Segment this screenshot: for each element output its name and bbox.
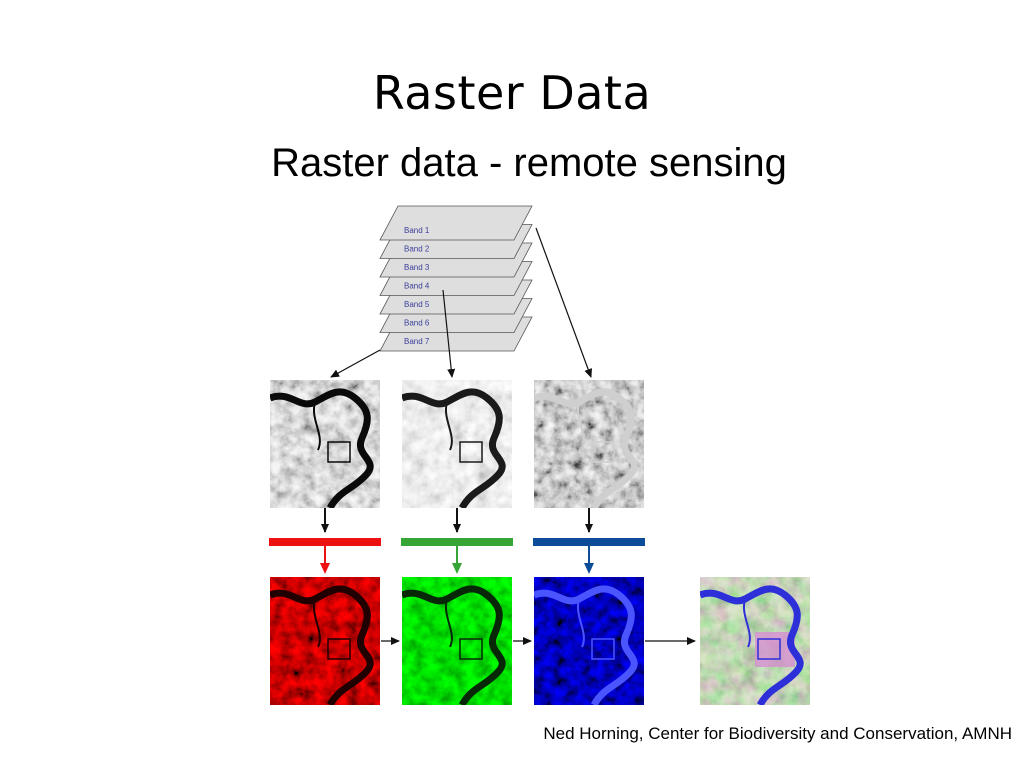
blue-channel-bar [533,538,645,546]
grayscale-tile-2 [402,380,512,508]
band-label-6: Band 6 [404,319,430,328]
band-to-tile-arrows [330,227,592,378]
slide-title: Raster Data [372,66,652,120]
arrow-band1-to-blue-tile [535,227,592,378]
band-stack: Band 7 Band 6 Band 5 Band 4 Band 3 Band 2 Band… [379,205,533,352]
band-label-4: Band 4 [404,282,430,291]
red-channel-bar [269,538,381,546]
band-label-2: Band 2 [404,245,430,254]
tile-to-bar-arrows [321,508,593,533]
slide-subtitle: Raster data - remote sensing [271,141,787,185]
green-channel-bar [401,538,513,546]
grayscale-tile-1 [270,380,380,508]
band-label-5: Band 5 [404,300,430,309]
band-label-1: Band 1 [404,226,430,235]
band-label-7: Band 7 [404,337,430,346]
red-tile [270,577,380,705]
composite-tile [700,577,810,705]
band-plane-1 [379,205,533,241]
green-tile [402,577,512,705]
arrow-band4-to-green-tile [442,289,456,378]
credit-text: Ned Horning, Center for Biodiversity and… [543,724,1012,743]
arrow-band-to-red-tile [330,349,381,378]
blue-tile [534,577,644,705]
band-label-3: Band 3 [404,263,430,272]
grayscale-tile-3 [534,380,644,508]
